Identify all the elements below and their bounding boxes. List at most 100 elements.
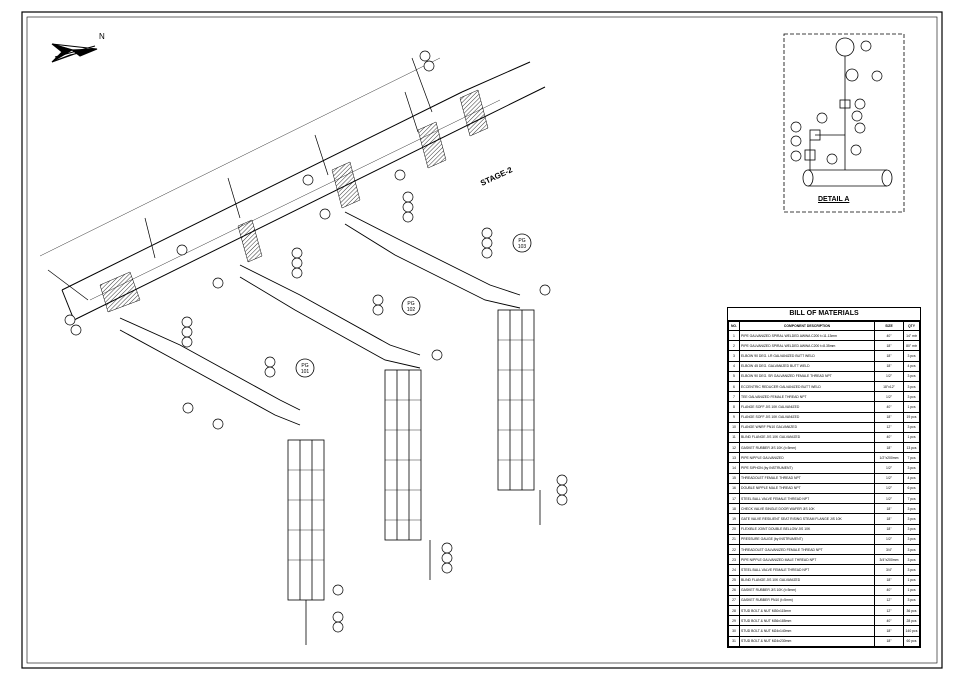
svg-text:102: 102 bbox=[407, 307, 416, 313]
bom-cell-no: 12 bbox=[728, 442, 740, 454]
bom-cell-size: 18" bbox=[874, 625, 904, 637]
bom-cell-size: 3/4"x200mm bbox=[874, 554, 904, 566]
bom-cell-no: 30 bbox=[728, 625, 740, 637]
bom-cell-desc: PIPE GALVANIZED SPIRAL WELDED AWWA C200 … bbox=[739, 340, 875, 352]
bom-cell-qty: 3 pcs bbox=[903, 594, 920, 607]
bom-cell-desc: STUD BOLT & NUT M24x140mm bbox=[739, 625, 875, 637]
bom-cell-size: 1/2" bbox=[874, 462, 904, 474]
bom-cell-desc: PIPE NIPPLE GALVANIZED bbox=[739, 452, 875, 464]
bom-cell-qty: 14" mtr bbox=[903, 329, 920, 342]
bom-cell-qty: 4 pcs bbox=[903, 360, 920, 372]
bom-cell-qty: 19 pcs bbox=[903, 411, 920, 423]
bom-cell-size: 18" bbox=[874, 513, 904, 525]
bom-cell-size: 18" bbox=[874, 350, 904, 362]
bom-header-qty: QTY bbox=[903, 321, 920, 331]
detail-a-callouts bbox=[790, 40, 883, 165]
bom-cell-qty: 6 pcs bbox=[903, 482, 920, 495]
bom-cell-size: 40" bbox=[874, 615, 904, 627]
svg-text:PG: PG bbox=[518, 238, 525, 244]
bom-cell-qty: 3 pcs bbox=[903, 421, 920, 433]
bom-header-row: NO. COMPONENT DESCRIPTION SIZE QTY bbox=[728, 321, 920, 331]
bom-cell-size: 18" bbox=[874, 442, 904, 454]
bom-cell-size: 18" bbox=[874, 360, 904, 372]
bom-cell-no: 15 bbox=[728, 472, 740, 484]
detail-a-frame bbox=[783, 33, 905, 213]
bom-cell-qty: 13 pcs bbox=[903, 442, 920, 454]
bom-cell-no: 26 bbox=[728, 584, 740, 596]
bom-cell-size: 40" bbox=[874, 401, 904, 413]
bom-cell-no: 27 bbox=[728, 594, 740, 607]
bom-cell-size: 1/2" bbox=[874, 391, 904, 403]
bom-cell-desc: DOUBLE NIPPLE MALE THREAD NPT bbox=[739, 482, 875, 495]
outer-border bbox=[21, 11, 943, 669]
bom-cell-desc: CHECK VALVE SINGLE DOOR WAFER JIS 10K bbox=[739, 503, 875, 515]
bom-header-desc: COMPONENT DESCRIPTION bbox=[739, 321, 875, 331]
bom-cell-desc: PIPE SIPHON (by INSTRUMENT) bbox=[739, 462, 875, 474]
bom-cell-qty: 3 pcs bbox=[903, 523, 920, 535]
bom-cell-qty: 80" mtr bbox=[903, 340, 920, 352]
bom-cell-desc: PIPE GALVANIZED SPIRAL WELDED AWWA C200 … bbox=[739, 329, 875, 342]
riser-3 bbox=[497, 309, 541, 525]
bom-cell-desc: STEEL BALL VALVE FEMALE THREAD NPT bbox=[739, 492, 875, 505]
stage-2-label: STAGE-2 bbox=[479, 165, 514, 188]
bom-cell-desc: BLIND FLANGE JIS 10K GALVANIZED bbox=[739, 574, 875, 586]
bom-cell-desc: TEE GALVANIZED FEMALE THREAD NPT bbox=[739, 391, 875, 403]
bom-cell-no: 3 bbox=[728, 350, 740, 362]
bom-cell-size: 18" bbox=[874, 635, 904, 647]
bom-cell-desc: GASKET RUBBER PN10 (t=5mm) bbox=[739, 594, 875, 607]
pg-102 bbox=[401, 296, 421, 316]
bom-cell-qty: 3 pcs bbox=[903, 391, 920, 403]
svg-text:PG: PG bbox=[301, 363, 308, 369]
bom-cell-qty: 4 pcs bbox=[903, 472, 920, 484]
riser-ticks bbox=[288, 339, 534, 561]
bom-cell-no: 16 bbox=[728, 482, 740, 495]
bom-cell-no: 21 bbox=[728, 533, 740, 545]
bom-cell-no: 7 bbox=[728, 391, 740, 403]
bom-cell-size: 12" bbox=[874, 594, 904, 607]
bom-cell-size: 3/4" bbox=[874, 543, 904, 556]
bom-cell-no: 10 bbox=[728, 421, 740, 433]
callout-bubbles bbox=[64, 50, 568, 633]
bom-cell-no: 29 bbox=[728, 615, 740, 627]
bom-cell-no: 25 bbox=[728, 574, 740, 586]
bom-cell-size: 40" bbox=[874, 584, 904, 596]
bom-cell-size: 18" bbox=[874, 340, 904, 352]
bom-cell-desc: STUD BOLT & NUT M36x185mm bbox=[739, 615, 875, 627]
bom-cell-qty: 1 pcs bbox=[903, 584, 920, 596]
bom-cell-desc: ECCENTRIC REDUCER GALVANIZED BUTT WELD bbox=[739, 380, 875, 393]
bom-cell-qty: 1 pcs bbox=[903, 431, 920, 444]
bom-cell-qty: 28 pcs bbox=[903, 615, 920, 627]
bom-cell-no: 19 bbox=[728, 513, 740, 525]
bom-cell-size: 1/2" bbox=[874, 472, 904, 484]
bom-cell-qty: 3 pcs bbox=[903, 513, 920, 525]
bom-cell-no: 23 bbox=[728, 554, 740, 566]
svg-text:PG: PG bbox=[407, 301, 414, 307]
bom-cell-desc: PRESSURE GAUGE (by INSTRUMENT) bbox=[739, 533, 875, 545]
bom-cell-size: 1/2" bbox=[874, 482, 904, 495]
bom-cell-no: 14 bbox=[728, 462, 740, 474]
detail-a-drawing bbox=[802, 37, 893, 187]
bom-cell-size: 1/2" bbox=[874, 492, 904, 505]
